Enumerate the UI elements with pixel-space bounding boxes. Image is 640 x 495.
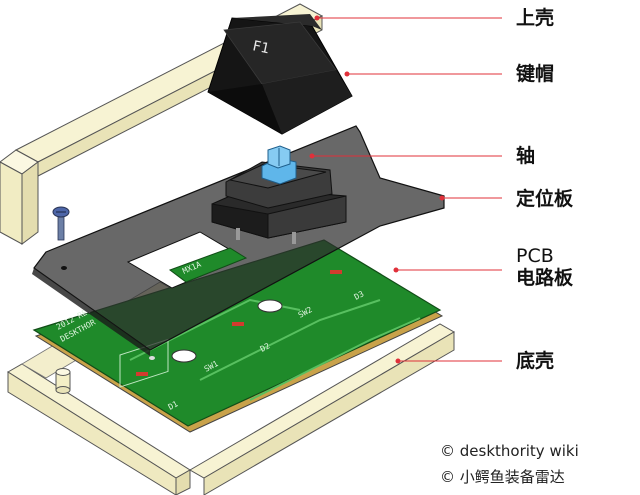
label-pcb-line2: 电路板 (516, 267, 574, 289)
switch (211, 145, 347, 244)
pcb-d1-text: D1 (167, 399, 180, 412)
label-bottom-case: 底壳 (516, 350, 555, 372)
label-plate: 定位板 (516, 188, 574, 210)
keycap-legend: F1 (251, 38, 271, 57)
keycap: F1 (207, 14, 353, 135)
pcb-d3-text: D3 (353, 289, 366, 302)
screw-icon (52, 206, 70, 241)
credit-source: © 小鳄鱼装备雷达 (440, 468, 565, 486)
pcb-d2-text: D2 (259, 341, 272, 354)
label-pcb-line1: PCB (516, 245, 554, 267)
label-keycap: 键帽 (516, 63, 555, 85)
label-top-case: 上壳 (516, 7, 555, 29)
credit-deskthority: © deskthority wiki (440, 442, 579, 460)
label-switch: 轴 (516, 145, 536, 167)
leader-lines (309, 15, 502, 364)
label-pcb: PCB 电路板 (516, 245, 573, 289)
